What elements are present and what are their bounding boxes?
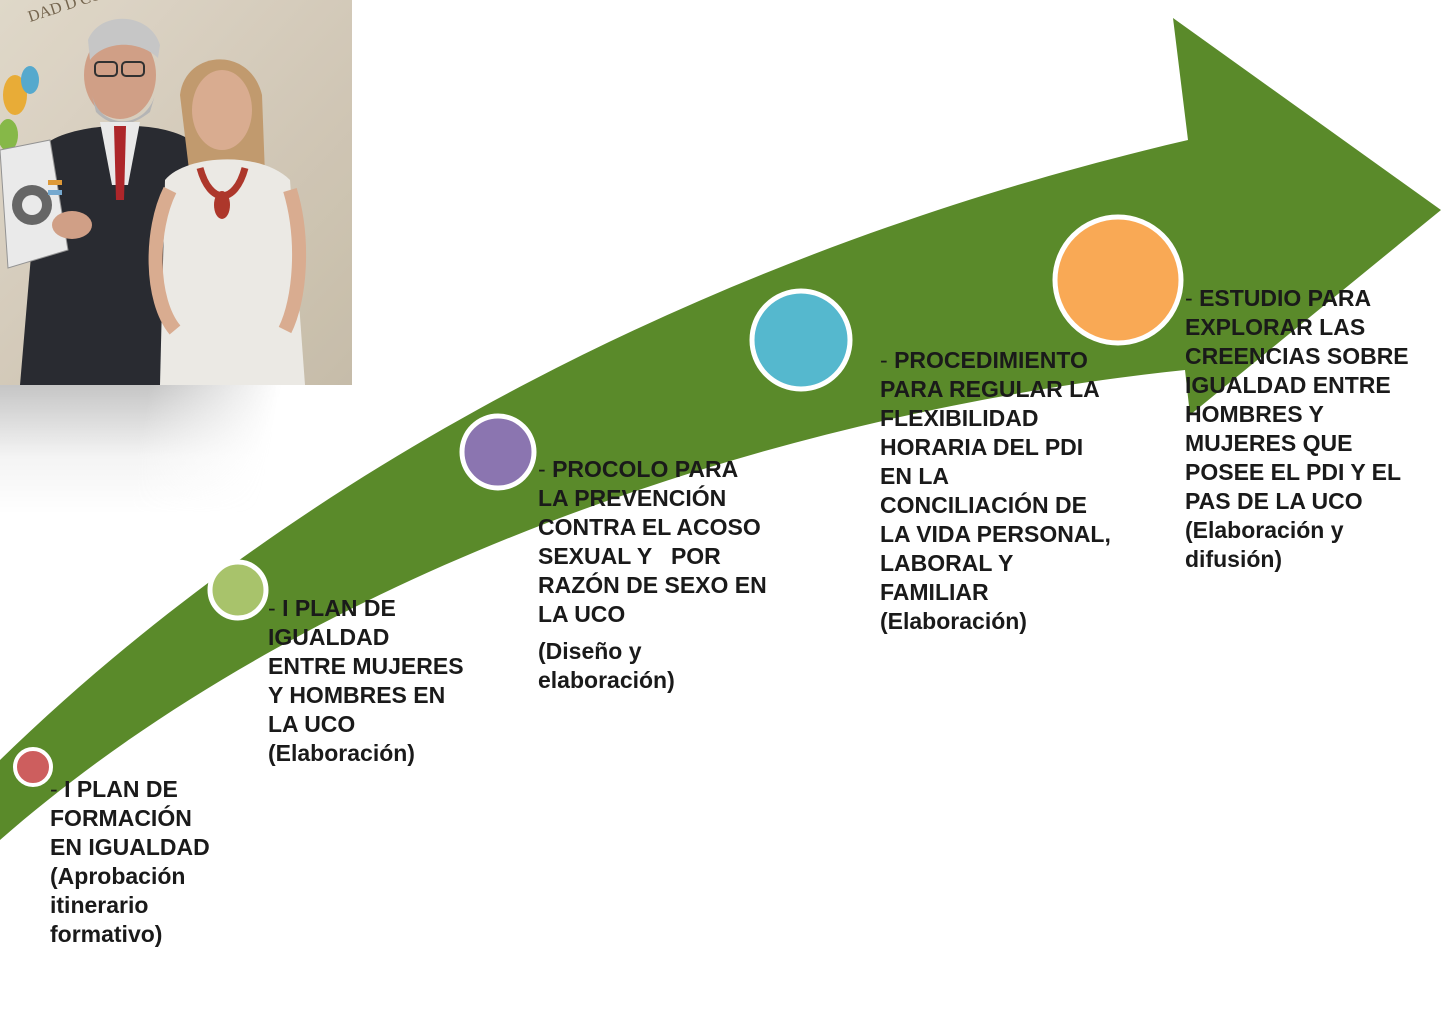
milestone-5-title-line-7: POSEE EL PDI Y EL [1185, 459, 1402, 485]
milestone-1-title-line-2: FORMACIÓN [50, 805, 192, 831]
milestone-3-title-line-1: PROCOLO PARA [552, 456, 739, 482]
milestone-3-note: (Diseño y elaboración) [538, 637, 828, 695]
milestone-1-title-line-1: I PLAN DE [64, 776, 178, 802]
milestone-3-note-line-2: elaboración) [538, 667, 675, 693]
milestone-2-dash: - [268, 595, 276, 621]
milestone-4-title-line-9: FAMILIAR [880, 579, 989, 605]
milestone-5-text: - ESTUDIO PARA EXPLORAR LAS CREENCIAS SO… [1185, 284, 1437, 574]
milestone-1-dash: - [50, 776, 58, 802]
milestone-4-title-line-6: CONCILIACIÓN DE [880, 492, 1087, 518]
milestone-3-title-line-4: SEXUAL Y POR [538, 543, 721, 569]
milestone-2-title: - I PLAN DE IGUALDAD ENTRE MUJERES Y HOM… [268, 594, 508, 768]
milestone-3-note-line-1: (Diseño y [538, 638, 642, 664]
node-5-circle [1052, 214, 1184, 346]
milestone-4-text: - PROCEDIMIENTO PARA REGULAR LA FLEXIBIL… [880, 346, 1170, 636]
photo: DAD D CÓRDOBA [0, 0, 352, 385]
milestone-3-title-line-6: LA UCO [538, 601, 626, 627]
milestone-1-note-line-2: itinerario [50, 892, 149, 918]
milestone-2-title-line-5: LA UCO [268, 711, 356, 737]
milestone-5-title-line-3: CREENCIAS SOBRE [1185, 343, 1409, 369]
photo-reflection [0, 385, 352, 515]
milestone-5-note-line-2: difusión) [1185, 546, 1283, 572]
milestone-4-note-line-1: (Elaboración) [880, 608, 1027, 634]
milestone-1-title: - I PLAN DE FORMACIÓN EN IGUALDAD (Aprob… [50, 775, 270, 949]
milestone-3-title-line-5: RAZÓN DE SEXO EN [538, 572, 767, 598]
milestone-5-title: - ESTUDIO PARA EXPLORAR LAS CREENCIAS SO… [1185, 284, 1437, 574]
milestone-5-title-line-5: HOMBRES Y [1185, 401, 1324, 427]
node-3-circle [459, 413, 537, 491]
milestone-5-title-line-2: EXPLORAR LAS [1185, 314, 1366, 340]
milestone-4-title-line-1: PROCEDIMIENTO [894, 347, 1088, 373]
milestone-4-title-line-4: HORARIA DEL PDI [880, 434, 1084, 460]
milestone-4-dash: - [880, 347, 888, 373]
milestone-5-title-line-4: IGUALDAD ENTRE [1185, 372, 1391, 398]
milestone-4-title-line-5: EN LA [880, 463, 949, 489]
milestone-3-dash: - [538, 456, 546, 482]
milestone-1-note-line-3: formativo) [50, 921, 163, 947]
milestone-5-title-line-8: PAS DE LA UCO [1185, 488, 1363, 514]
milestone-3-text: - PROCOLO PARA LA PREVENCIÓN CONTRA EL A… [538, 455, 828, 695]
photo-of-two-people-reading-equality-brochure-icon: DAD D CÓRDOBA [0, 0, 352, 385]
milestone-5-dash: - [1185, 285, 1193, 311]
milestone-4-title-line-7: LA VIDA PERSONAL, [880, 521, 1111, 547]
milestone-2-title-line-4: Y HOMBRES EN [268, 682, 446, 708]
milestone-2-title-line-2: IGUALDAD [268, 624, 390, 650]
milestone-2-title-line-3: ENTRE MUJERES [268, 653, 464, 679]
node-1-circle [13, 747, 53, 787]
milestone-5-title-line-1: ESTUDIO PARA [1199, 285, 1372, 311]
milestone-4-title: - PROCEDIMIENTO PARA REGULAR LA FLEXIBIL… [880, 346, 1170, 636]
milestone-2-note-line-1: (Elaboración) [268, 740, 415, 766]
milestone-1-text: - I PLAN DE FORMACIÓN EN IGUALDAD (Aprob… [50, 775, 270, 949]
milestone-4-title-line-3: FLEXIBILIDAD [880, 405, 1039, 431]
node-4-circle [749, 288, 853, 392]
milestone-4-title-line-2: PARA REGULAR LA [880, 376, 1100, 402]
milestone-5-note-line-1: (Elaboración y [1185, 517, 1344, 543]
milestone-4-title-line-8: LABORAL Y [880, 550, 1014, 576]
milestone-3-title-line-2: LA PREVENCIÓN [538, 485, 727, 511]
milestone-1-note-line-1: (Aprobación [50, 863, 186, 889]
milestone-2-title-line-1: I PLAN DE [282, 595, 396, 621]
milestone-3-title: - PROCOLO PARA LA PREVENCIÓN CONTRA EL A… [538, 455, 828, 629]
node-2-circle [207, 559, 269, 621]
milestone-2-text: - I PLAN DE IGUALDAD ENTRE MUJERES Y HOM… [268, 594, 508, 768]
arrow-shape [0, 18, 1441, 840]
milestone-1-title-line-3: EN IGUALDAD [50, 834, 210, 860]
milestone-5-title-line-6: MUJERES QUE [1185, 430, 1353, 456]
milestone-3-title-line-3: CONTRA EL ACOSO [538, 514, 761, 540]
